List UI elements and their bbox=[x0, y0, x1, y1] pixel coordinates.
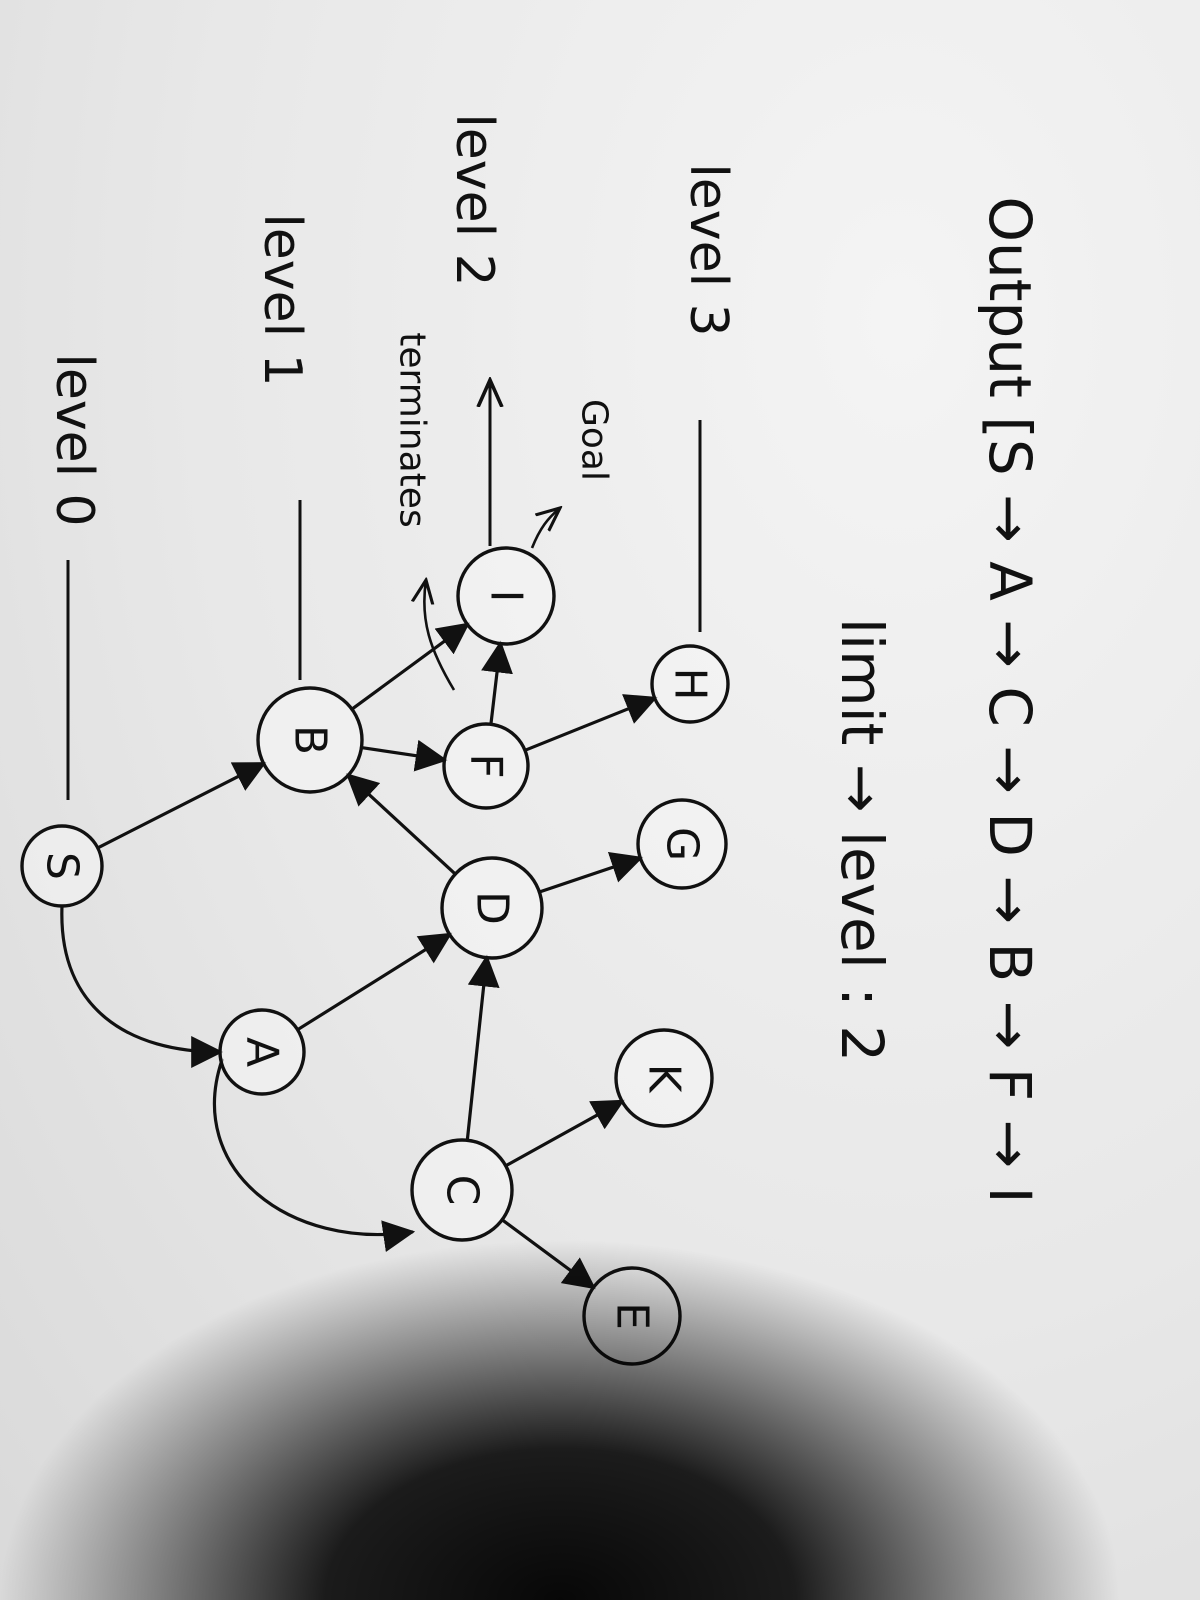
node-i: I bbox=[456, 546, 556, 646]
edge-c-e bbox=[500, 1218, 596, 1290]
edge-d-g bbox=[537, 852, 644, 894]
goal-note: Goal bbox=[574, 399, 615, 481]
node-label: H bbox=[665, 667, 716, 700]
node-e: E bbox=[582, 1266, 682, 1366]
node-h: H bbox=[650, 644, 730, 724]
node-g: G bbox=[636, 798, 728, 890]
node-d: D bbox=[440, 856, 544, 960]
output-text: Output [S → A → C → D → B → F → I bbox=[976, 196, 1044, 1203]
node-s: S bbox=[20, 824, 104, 908]
edge-d-b bbox=[345, 773, 457, 876]
node-b: B bbox=[256, 686, 364, 794]
edge-s-b bbox=[96, 762, 267, 850]
edge-b-f bbox=[359, 739, 448, 772]
node-k: K bbox=[614, 1028, 714, 1128]
node-label: F bbox=[461, 753, 512, 778]
limit-text: limit → level : 2 bbox=[828, 618, 896, 1062]
node-label: C bbox=[437, 1175, 488, 1206]
node-c: C bbox=[410, 1138, 514, 1242]
node-label: D bbox=[467, 891, 518, 925]
edge-s-a bbox=[60, 904, 224, 1068]
terminates-note: terminates bbox=[392, 332, 433, 527]
node-label: E bbox=[607, 1302, 658, 1330]
level-label: level 0 bbox=[44, 353, 104, 526]
terminates-arrow bbox=[424, 580, 456, 691]
node-label: S bbox=[37, 852, 88, 880]
node-a: A bbox=[218, 1008, 306, 1096]
level-guides: level 0 level 1 level 2 level 3 bbox=[44, 113, 738, 800]
nodes-layer: S A B C D E F G H I K bbox=[20, 546, 730, 1366]
edge-f-i bbox=[481, 640, 513, 726]
node-f: F bbox=[442, 722, 530, 810]
node-label: B bbox=[285, 725, 336, 755]
level-label: level 1 bbox=[252, 213, 312, 386]
edge-c-k bbox=[504, 1099, 625, 1168]
edge-b-i bbox=[350, 622, 470, 711]
node-label: G bbox=[657, 827, 708, 861]
level-label: level 2 bbox=[444, 113, 504, 286]
node-label: K bbox=[639, 1064, 690, 1094]
edge-f-h bbox=[523, 694, 658, 752]
node-label: I bbox=[481, 590, 532, 603]
goal-arrow bbox=[530, 508, 560, 549]
node-label: A bbox=[237, 1037, 288, 1067]
level-label: level 3 bbox=[678, 163, 738, 336]
edge-a-d bbox=[296, 932, 453, 1032]
edge-c-d bbox=[465, 954, 500, 1142]
